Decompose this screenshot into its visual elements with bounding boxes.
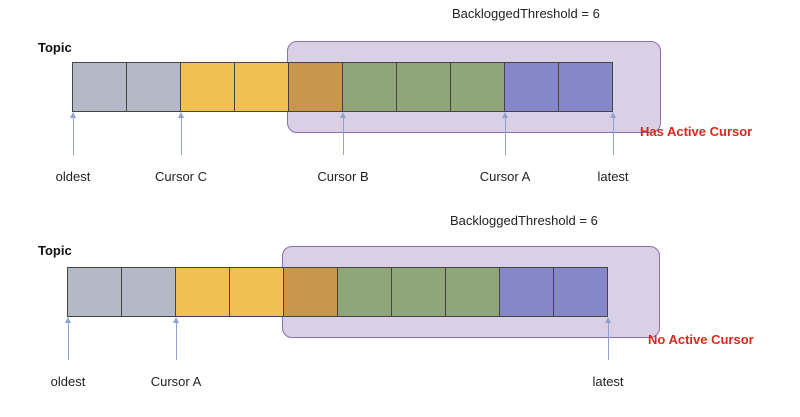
message-cell-gray	[126, 62, 181, 112]
message-cell-green	[391, 267, 446, 317]
pointer-arrowhead	[340, 112, 346, 118]
pointer-label: Cursor C	[154, 169, 208, 184]
message-cell-green	[445, 267, 500, 317]
pointer-label: latest	[597, 169, 629, 184]
pointer-line	[505, 117, 506, 155]
pointer-label: oldest	[50, 374, 86, 389]
topic-label: Topic	[38, 243, 72, 258]
message-cell-yellow	[229, 267, 284, 317]
pointer-line	[343, 117, 344, 155]
topic-label: Topic	[38, 40, 72, 55]
pointer-label: latest	[592, 374, 624, 389]
pointer-label: Cursor B	[317, 169, 369, 184]
pointer-arrowhead	[178, 112, 184, 118]
message-cell-overlap	[283, 267, 338, 317]
panel-has-active-cursor: BackloggedThreshold = 6 Topic oldest Curs…	[0, 0, 800, 205]
message-cell-gray	[121, 267, 176, 317]
backlogged-threshold-label: BackloggedThreshold = 6	[450, 213, 598, 228]
message-cell-blue	[499, 267, 554, 317]
message-cell-green	[342, 62, 397, 112]
status-label: Has Active Cursor	[640, 124, 753, 139]
pointer-line	[176, 322, 177, 360]
message-cell-yellow	[175, 267, 230, 317]
pointer-line	[613, 117, 614, 155]
message-cell-blue	[504, 62, 559, 112]
pointer-label: Cursor A	[150, 374, 202, 389]
pointer-line	[181, 117, 182, 155]
pointer-arrowhead	[65, 317, 71, 323]
pointer-arrowhead	[610, 112, 616, 118]
message-cell-blue	[553, 267, 608, 317]
message-cell-yellow	[234, 62, 289, 112]
pointer-arrowhead	[173, 317, 179, 323]
pointer-line	[608, 322, 609, 360]
message-cell-yellow	[180, 62, 235, 112]
message-cell-overlap	[288, 62, 343, 112]
pointer-line	[68, 322, 69, 360]
message-cell-blue	[558, 62, 613, 112]
pointer-line	[73, 117, 74, 155]
panel-no-active-cursor: BackloggedThreshold = 6 Topic oldest Curs…	[0, 205, 800, 410]
message-cell-green	[396, 62, 451, 112]
message-cell-green	[450, 62, 505, 112]
pointer-arrowhead	[70, 112, 76, 118]
pointer-label: oldest	[55, 169, 91, 184]
message-cell-green	[337, 267, 392, 317]
topic-message-row	[67, 267, 608, 317]
pointer-arrowhead	[605, 317, 611, 323]
message-cell-gray	[72, 62, 127, 112]
topic-message-row	[72, 62, 613, 112]
pointer-arrowhead	[502, 112, 508, 118]
backlogged-threshold-label: BackloggedThreshold = 6	[452, 6, 600, 21]
message-cell-gray	[67, 267, 122, 317]
pointer-label: Cursor A	[479, 169, 531, 184]
status-label: No Active Cursor	[648, 332, 754, 347]
